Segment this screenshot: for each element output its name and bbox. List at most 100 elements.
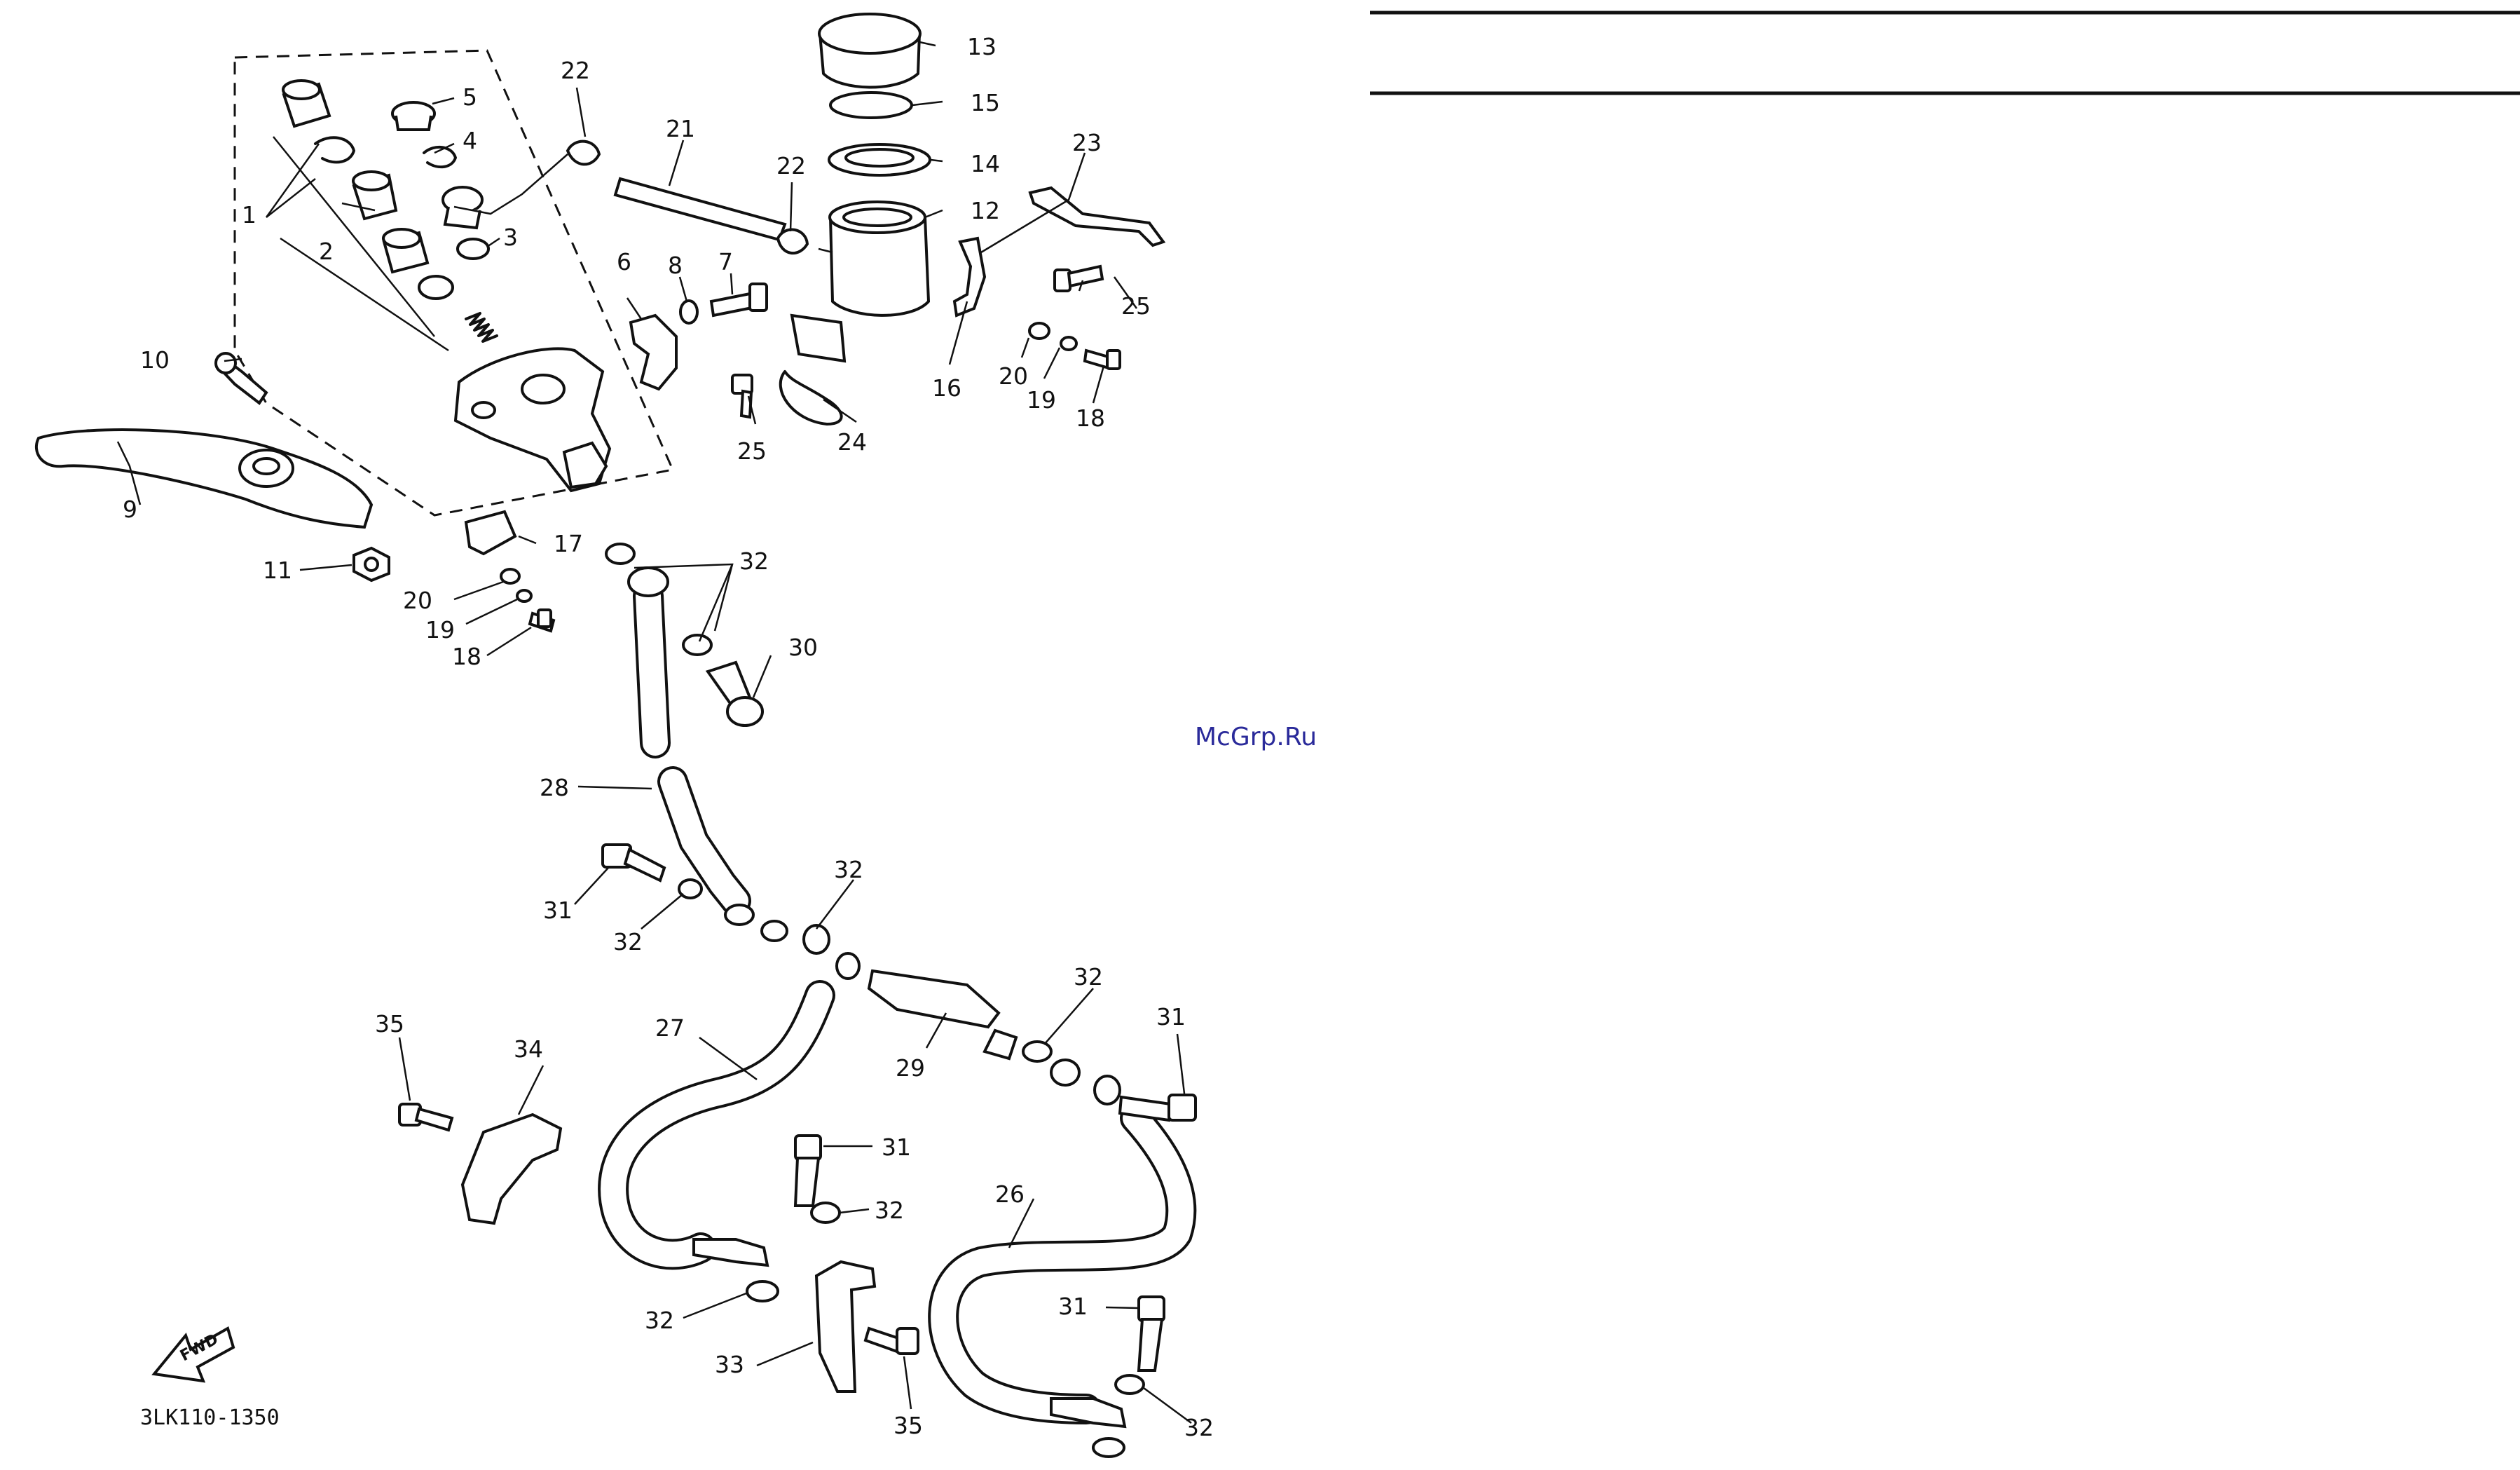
gasket-32-mid-d	[837, 953, 859, 979]
callout-31-upper: 31	[543, 897, 573, 924]
hose-holder-33	[816, 1262, 875, 1391]
callout-30: 30	[788, 634, 818, 661]
hose-holder-34	[463, 1115, 561, 1223]
upper-brake-hose-inner	[648, 596, 655, 743]
gasket-32-lower-a	[1116, 1375, 1144, 1394]
callout-17: 17	[554, 530, 583, 557]
callout-22-b: 22	[776, 152, 806, 179]
callout-11: 11	[263, 557, 292, 584]
callout-32-lower-right: 32	[1184, 1414, 1214, 1441]
piston	[353, 172, 396, 219]
callout-7: 7	[718, 248, 733, 275]
callout-33: 33	[715, 1351, 744, 1378]
reservoir-band	[781, 372, 842, 424]
callout-32-mid-left: 32	[613, 928, 643, 955]
callout-6: 6	[617, 248, 631, 275]
callout-24: 24	[837, 428, 867, 456]
callout-32-mid-right: 32	[834, 856, 863, 883]
handlebar-clamp	[631, 315, 676, 389]
callout-19-left: 19	[425, 616, 455, 644]
forward-arrow: FWD	[154, 1328, 233, 1381]
callout-31-lower: 31	[1058, 1293, 1088, 1320]
callout-8: 8	[668, 252, 683, 279]
callout-29: 29	[896, 1054, 925, 1082]
callout-25-left: 25	[737, 437, 767, 465]
callout-22-a: 22	[561, 57, 590, 84]
callout-2: 2	[319, 238, 334, 265]
callout-32-middle: 32	[875, 1197, 904, 1224]
callout-32-upper: 32	[739, 547, 769, 575]
callout-21: 21	[666, 115, 695, 142]
union-bolt-31-middle	[795, 1136, 821, 1206]
callout-31-middle: 31	[882, 1134, 911, 1161]
callout-3: 3	[503, 224, 518, 251]
clamp-bolt	[711, 284, 767, 315]
union-bolt-31-upper	[603, 845, 664, 880]
callout-16: 16	[932, 374, 961, 402]
brake-switch	[466, 512, 515, 554]
callout-32-lower-left: 32	[645, 1307, 674, 1334]
push-rod	[443, 187, 482, 228]
callout-15: 15	[971, 89, 1000, 116]
reservoir-bracket	[954, 238, 985, 315]
gasket-32-right-a	[1023, 1042, 1051, 1061]
bolt-35-left	[399, 1104, 452, 1130]
callout-4: 4	[463, 127, 477, 154]
reservoir-plate	[792, 315, 844, 361]
gasket-32-upper-b	[683, 635, 711, 655]
gasket-32-mid-c	[804, 925, 829, 953]
callout-9: 9	[123, 496, 137, 523]
callout-31-right: 31	[1156, 1003, 1186, 1030]
lever-nut	[354, 548, 389, 580]
bolt-35-lower	[865, 1328, 918, 1354]
gasket-32-right-c	[1095, 1076, 1120, 1104]
o-ring-3	[458, 239, 488, 259]
callout-35-lower: 35	[893, 1412, 923, 1439]
reservoir	[819, 202, 929, 315]
callout-10: 10	[140, 346, 170, 374]
piston-cup-a	[283, 81, 329, 126]
washer-19-right	[1061, 337, 1076, 350]
washer-8	[680, 301, 697, 323]
gasket-32-upper-a	[606, 544, 634, 564]
callout-27: 27	[655, 1014, 685, 1042]
hose-clip-a	[568, 142, 599, 165]
callout-13: 13	[967, 33, 997, 60]
callout-14: 14	[971, 150, 1000, 177]
washer-19-left	[517, 590, 531, 601]
callout-34: 34	[514, 1035, 543, 1063]
callout-35-left: 35	[375, 1010, 404, 1037]
front-hose-left-inner	[613, 995, 820, 1254]
callout-23: 23	[1072, 129, 1102, 156]
callout-18-left: 18	[452, 643, 481, 670]
callout-32-right: 32	[1074, 963, 1103, 991]
stay-bracket	[1030, 188, 1163, 245]
gasket-32-lower-b	[1093, 1438, 1124, 1457]
piston-cup-b	[383, 229, 427, 272]
gasket-32-lower-left	[747, 1281, 778, 1301]
callout-28: 28	[540, 774, 569, 801]
callout-26: 26	[995, 1180, 1025, 1208]
gasket-32-mid-b	[762, 921, 787, 941]
master-cylinder-body	[456, 348, 610, 491]
return-spring	[466, 313, 497, 341]
callout-25-right: 25	[1121, 292, 1151, 320]
diaphragm-plate	[830, 93, 912, 118]
hose-clip-b	[778, 230, 807, 254]
washer-20-left	[501, 569, 519, 583]
callout-20-left: 20	[403, 587, 432, 614]
callout-18-right: 18	[1076, 404, 1105, 432]
watermark: McGrp.Ru	[1195, 723, 1317, 751]
diagram-code: 3LK110-1350	[140, 1406, 280, 1430]
washer-20-right	[1029, 323, 1049, 339]
three-way-joint	[869, 971, 1016, 1059]
brake-lever	[36, 430, 371, 527]
callout-19-right: 19	[1027, 386, 1056, 414]
stay-bolt	[1055, 266, 1102, 291]
callout-20-right: 20	[999, 362, 1028, 390]
circlip-upper	[315, 137, 354, 162]
hose-28-eye	[725, 905, 753, 925]
callout-5: 5	[463, 83, 477, 111]
boot-5	[392, 102, 434, 130]
callout-1: 1	[242, 201, 256, 229]
